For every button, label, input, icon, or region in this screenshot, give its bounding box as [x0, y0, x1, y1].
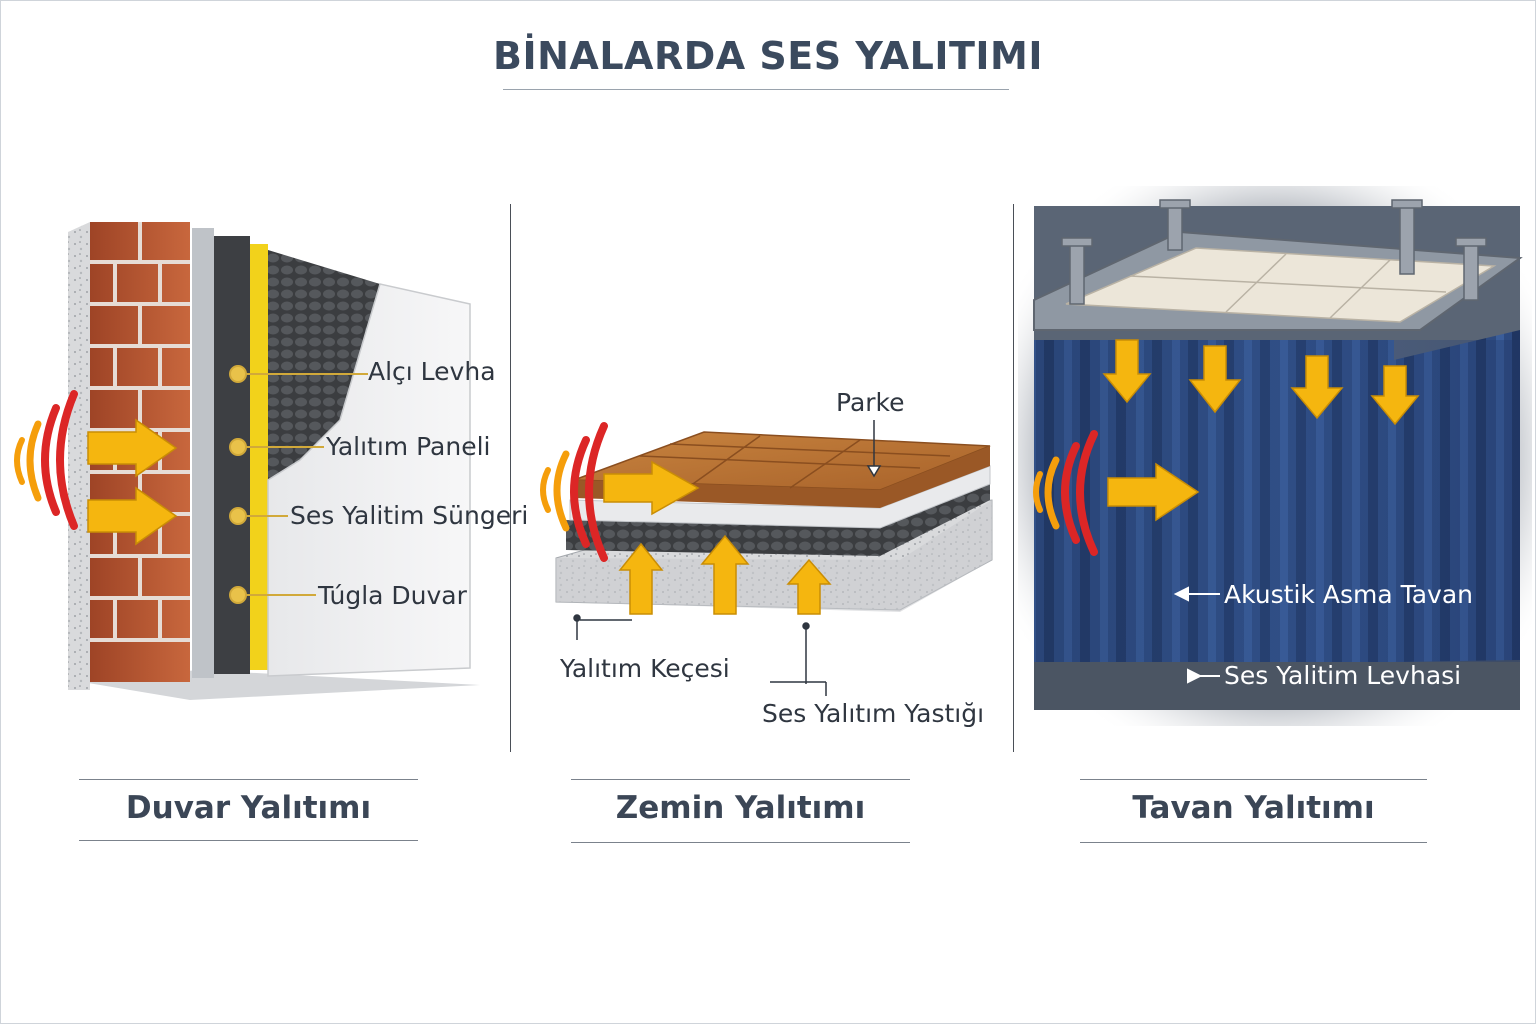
ceiling-down-arrows [1102, 339, 1420, 426]
label-yalitim-paneli: Yalıtım Paneli [325, 432, 490, 461]
caption-rule-top-ceiling [1080, 779, 1427, 780]
wall-section [14, 222, 480, 700]
dark-insulation [214, 236, 250, 674]
acoustic-foam [268, 250, 380, 480]
ceiling-sound-arrow [1107, 462, 1200, 522]
floor-leaders [573, 420, 882, 696]
plaster-board [267, 283, 471, 677]
label-alci-levha: Alçı Levha [368, 357, 496, 386]
label-tugla-duvar: Túgla Duvar [317, 581, 468, 610]
caption-rule-top-floor [571, 779, 910, 780]
floor-section [540, 420, 993, 696]
wall-sound-waves [14, 390, 78, 530]
curtain-shading [1034, 340, 1520, 662]
caption-rule-bottom-floor [571, 842, 910, 843]
page-title: BİNALARDA SES YALITIMI [493, 34, 1043, 78]
separator-left [510, 204, 511, 752]
floor-sound-arrow [603, 460, 700, 516]
caption-rule-top-wall [79, 779, 418, 780]
ceiling-leaders [1173, 586, 1220, 684]
caption-rule-bottom-wall [79, 840, 418, 841]
room-floor [1034, 660, 1520, 710]
label-ses-yalitim-levhasi: Ses Yalitim Levhasi [1224, 661, 1461, 690]
concrete-slab-side [556, 500, 992, 612]
caption-rule-bottom-ceiling [1080, 842, 1427, 843]
floor-sound-waves [540, 422, 608, 562]
label-akustik-asma-tavan: Akustik Asma Tavan [1224, 580, 1473, 609]
separator-right [1013, 204, 1014, 752]
caption-floor: Zemin Yalıtımı [615, 790, 866, 826]
floor-up-arrows [618, 534, 832, 615]
label-yalitim-kecesi: Yalıtım Keçesi [559, 654, 730, 683]
ceiling-tile-seams [1129, 253, 1447, 319]
yellow-panel [250, 244, 268, 670]
wall-sound-arrows [87, 418, 178, 546]
ceiling-tiles [1065, 247, 1497, 323]
ceiling-section [1018, 186, 1532, 726]
title-underline [503, 89, 1009, 90]
label-parke: Parke [836, 388, 905, 417]
caption-wall: Duvar Yalıtımı [125, 790, 372, 826]
label-ses-yalitim-sungeri: Ses Yalitim Süngeri [290, 501, 528, 530]
ceiling-sound-waves [1033, 430, 1098, 556]
label-ses-yalitim-yastigi: Ses Yalıtım Yastığı [762, 699, 984, 728]
rubber-pad [566, 482, 990, 556]
caption-ceiling: Tavan Yalıtımı [1132, 790, 1375, 826]
wall-concrete-edge [68, 222, 90, 690]
ceiling-hangers [1061, 199, 1487, 305]
gypsum-board [192, 228, 214, 678]
wall-leaders [229, 365, 368, 604]
